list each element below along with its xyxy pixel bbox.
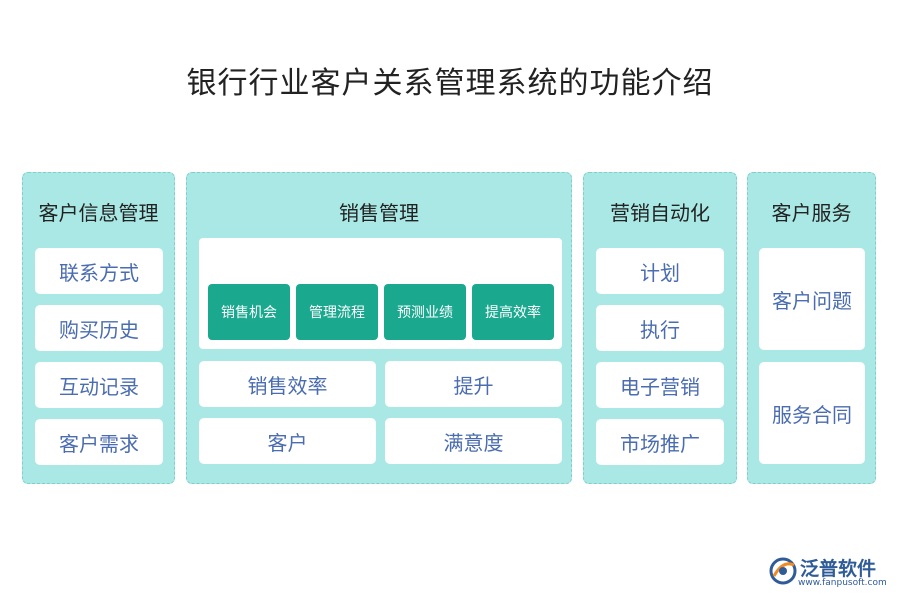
card-plan: 计划	[596, 248, 724, 294]
chip-forecast-performance: 预测业绩	[384, 284, 466, 340]
card-interaction-record: 互动记录	[35, 362, 163, 408]
panel-customer-service: 客户服务 客户问题 服务合同	[747, 172, 876, 484]
sales-chip-area: 销售机会 管理流程 预测业绩 提高效率	[199, 238, 562, 349]
brand-logo: 泛普软件 www.fanpusoft.com	[768, 554, 894, 590]
panel-title: 客户信息管理	[38, 201, 159, 225]
chip-improve-efficiency: 提高效率	[472, 284, 554, 340]
chip-sales-opportunity: 销售机会	[208, 284, 290, 340]
panel-title: 销售管理	[339, 201, 419, 225]
card-customer-needs: 客户需求	[35, 419, 163, 465]
card-contact: 联系方式	[35, 248, 163, 294]
logo-url: www.fanpusoft.com	[798, 578, 887, 588]
card-improve: 提升	[385, 361, 562, 407]
panel-marketing-automation: 营销自动化 计划 执行 电子营销 市场推广	[583, 172, 737, 484]
fanpu-logo-icon	[769, 557, 797, 585]
chip-manage-process: 管理流程	[296, 284, 378, 340]
panel-title: 客户服务	[771, 201, 852, 225]
card-market-promotion: 市场推广	[596, 419, 724, 465]
logo-name: 泛普软件	[800, 558, 877, 580]
card-execute: 执行	[596, 305, 724, 351]
page-title: 银行行业客户关系管理系统的功能介绍	[186, 66, 714, 101]
card-email-marketing: 电子营销	[596, 362, 724, 408]
card-customer: 客户	[199, 418, 376, 464]
panel-customer-info: 客户信息管理 联系方式 购买历史 互动记录 客户需求	[22, 172, 175, 484]
card-service-contract: 服务合同	[759, 362, 865, 464]
card-customer-issues: 客户问题	[759, 248, 865, 350]
panel-sales: 销售管理 销售机会 管理流程 预测业绩 提高效率 销售效率 提升 客户 满意度	[186, 172, 572, 484]
card-satisfaction: 满意度	[385, 418, 562, 464]
panel-title: 营销自动化	[610, 201, 710, 225]
card-purchase-history: 购买历史	[35, 305, 163, 351]
card-sales-efficiency: 销售效率	[199, 361, 376, 407]
